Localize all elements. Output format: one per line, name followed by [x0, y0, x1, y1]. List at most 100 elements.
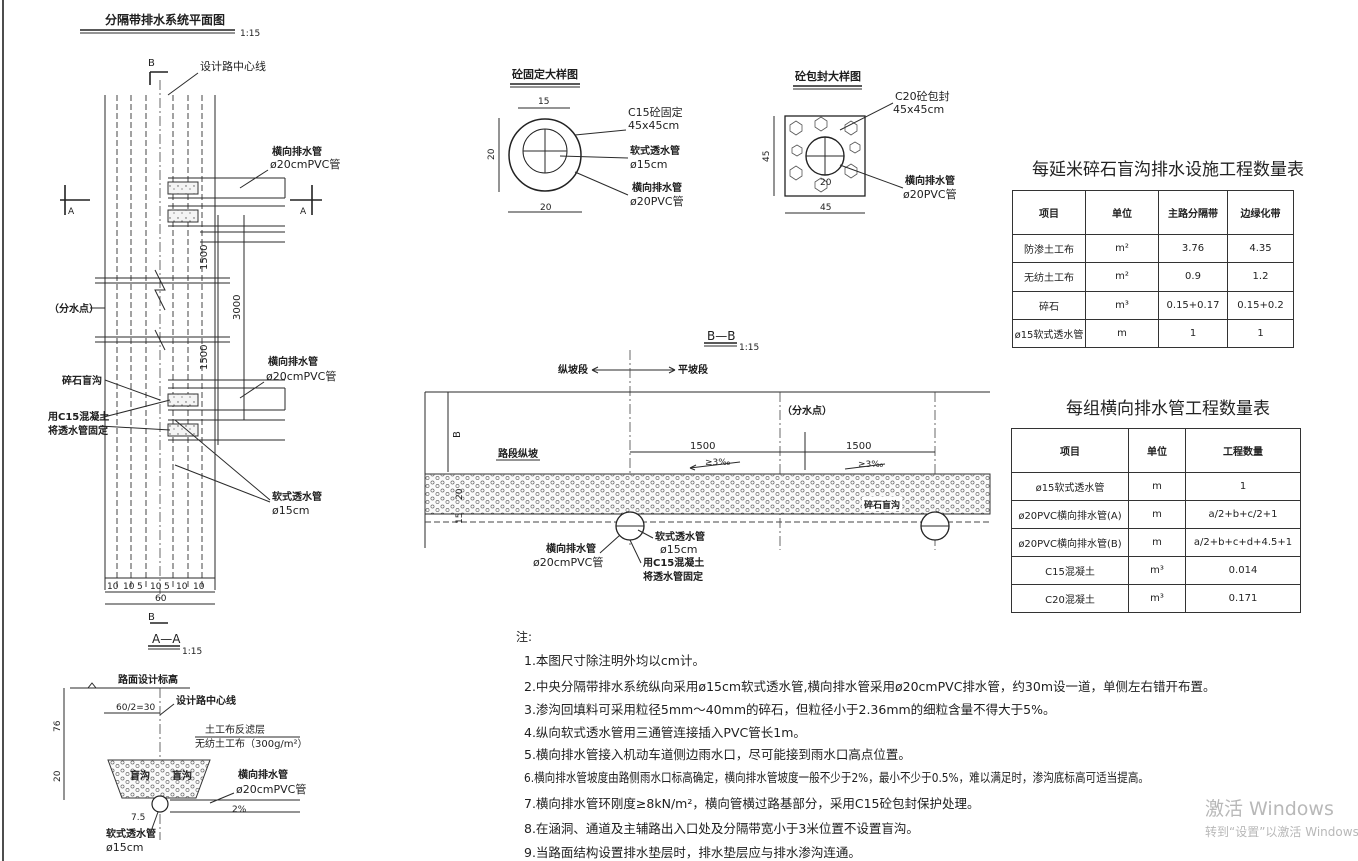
t2-r1-c1: m: [1128, 500, 1186, 529]
plan-pipe-size-2: ø20cmPVC管: [266, 369, 336, 383]
bb-split-point: （分水点）: [782, 404, 832, 417]
section-b-bottom: B: [148, 612, 155, 623]
aa-half-width: 60/2=30: [116, 703, 155, 713]
bb-soft-pipe: 软式透水管: [655, 530, 705, 543]
t1-h-unit: 单位: [1085, 190, 1159, 235]
t2-r4-c0: C20混凝土: [1011, 584, 1129, 613]
t1-r1-c3: 1.2: [1227, 262, 1294, 292]
dc-c15-size: 45x45cm: [628, 119, 679, 132]
t2-r2-c0: ø20PVC横向排水管(B): [1011, 528, 1129, 557]
dc-dim-left: 20: [487, 148, 497, 160]
aa-pipe-label: 横向排水管: [238, 768, 288, 781]
bb-gravel-ditch: 碎石盲沟: [864, 499, 900, 511]
t1-r0-c3: 4.35: [1227, 233, 1294, 264]
plan-pipe-label-1: 横向排水管: [272, 145, 322, 158]
plan-gravel-ditch: 碎石盲沟: [62, 374, 102, 387]
dc-soft: 软式透水管: [630, 144, 680, 157]
t2-r3-c0: C15混凝土: [1011, 556, 1129, 585]
aa-dim-76: 76: [53, 720, 63, 732]
bb-pipe-size: ø20cmPVC管: [533, 555, 603, 569]
table-row: 碎石 m³ 0.15+0.17 0.15+0.2: [1012, 290, 1294, 320]
table-row: ø15软式透水管 m 1: [1011, 472, 1301, 501]
note-8: 8.在涵洞、通道及主辅路出入口处及分隔带宽小于3米位置不设置盲沟。: [524, 821, 919, 836]
t2-r2-c1: m: [1128, 528, 1186, 557]
t2-r3-c1: m³: [1128, 556, 1186, 585]
notes-heading: 注:: [516, 629, 532, 644]
aa-slope: 2%: [232, 805, 247, 815]
t1-r1-c0: 无纺土工布: [1012, 262, 1086, 292]
plan-pipe-label-2: 横向排水管: [268, 355, 318, 368]
bb-dim-b: B: [452, 431, 463, 438]
aa-geotextile-1: 土工布反滤层: [205, 723, 265, 736]
dw-pipe: 横向排水管: [905, 174, 955, 187]
bb-dim-1500-a: 1500: [690, 441, 715, 452]
t2-h-item: 项目: [1011, 428, 1129, 473]
plan-soft-pipe-size: ø15cm: [272, 504, 310, 517]
dw-dim-left: 45: [762, 151, 772, 162]
t1-r3-c2: 1: [1158, 318, 1228, 349]
t2-h-unit: 单位: [1128, 428, 1186, 473]
bb-pipe-label: 横向排水管: [546, 542, 596, 555]
table-row: 无纺土工布 m² 0.9 1.2: [1012, 262, 1294, 292]
t1-h-green: 边绿化带: [1227, 190, 1294, 235]
plan-view: 分隔带排水系统平面图 1:15 B 设计路中心线: [47, 12, 340, 624]
aa-geotextile-2: 无纺土工布（300g/m²）: [195, 737, 308, 750]
section-a-left: A: [68, 207, 75, 217]
table2: 项目 单位 工程数量 ø15软式透水管 m 1 ø20PVC横向排水管(A) m…: [1011, 428, 1301, 613]
bb-title: B—B: [707, 329, 735, 343]
dc-pipe: 横向排水管: [632, 181, 682, 194]
plan-centerline: 设计路中心线: [200, 59, 266, 73]
bottom-dim-5: 5: [164, 582, 170, 592]
aa-scale: 1:15: [182, 647, 202, 657]
note-3: 3.渗沟回填料可采用粒径5mm～40mm的碎石，但粒径小于2.36mm的细粒含量…: [524, 702, 1056, 717]
dw-pipe-size: ø20PVC管: [903, 187, 957, 201]
plan-scale: 1:15: [240, 29, 260, 39]
note-7: 7.横向排水管环刚度≥8kN/m²，横向管横过路基部分，采用C15砼包封保护处理…: [524, 796, 979, 811]
dim-1500-top: 1500: [199, 245, 210, 270]
section-b-top: B: [148, 58, 155, 69]
dc-c15: C15砼固定: [628, 105, 683, 119]
aa-dim-75: 7.5: [131, 813, 145, 823]
table-row: 防渗土工布 m² 3.76 4.35: [1012, 233, 1294, 264]
bb-longitudinal: 纵坡段: [558, 363, 588, 376]
bottom-dim-1: 10: [107, 582, 119, 592]
notes: 注: 1.本图尺寸除注明外均以cm计。 2.中央分隔带排水系统纵向采用ø15cm…: [516, 629, 1216, 860]
t2-r3-c2: 0.014: [1185, 556, 1301, 585]
dw-title: 砼包封大样图: [795, 69, 861, 83]
aa-pipe-size: ø20cmPVC管: [236, 782, 306, 796]
table-row: ø20PVC横向排水管(B) m a/2+b+c+d+4.5+1: [1011, 528, 1301, 557]
t1-r1-c1: m²: [1085, 262, 1159, 292]
bb-flat: 平坡段: [678, 363, 708, 376]
aa-ditch-right: 盲沟: [172, 769, 192, 782]
bb-dim-20: 20: [455, 488, 465, 500]
plan-split-point: （分水点）: [49, 302, 99, 315]
t2-r0-c0: ø15软式透水管: [1011, 472, 1129, 501]
dw-dim-inner: 20: [820, 178, 832, 188]
table-row: C20混凝土 m³ 0.171: [1011, 584, 1301, 613]
t1-r2-c2: 0.15+0.17: [1158, 290, 1228, 320]
dc-dim-top: 15: [538, 97, 549, 107]
bb-soft-pipe-size: ø15cm: [660, 543, 698, 556]
note-2: 2.中央分隔带排水系统纵向采用ø15cm软式透水管,横向排水管采用ø20cmPV…: [524, 679, 1216, 694]
section-bb: B—B 1:15 纵坡段 平坡段 （分水点） B 1500 1500 路段纵坡 …: [424, 329, 991, 583]
t1-r2-c3: 0.15+0.2: [1227, 290, 1294, 320]
aa-road-level: 路面设计标高: [118, 673, 178, 686]
bb-road-slope: 路段纵坡: [498, 447, 539, 460]
plan-fix-note-2: 将透水管固定: [48, 424, 108, 437]
aa-centerline: 设计路中心线: [176, 694, 236, 707]
watermark-line2: 转到“设置”以激活 Windows。: [1205, 824, 1358, 839]
t2-r4-c2: 0.171: [1185, 584, 1301, 613]
table2-title: 每组横向排水管工程数量表: [1066, 399, 1270, 419]
t1-r1-c2: 0.9: [1158, 262, 1228, 292]
plan-title: 分隔带排水系统平面图: [105, 12, 225, 27]
dc-soft-size: ø15cm: [630, 158, 668, 171]
note-5: 5.横向排水管接入机动车道侧边雨水口，尽可能接到雨水口高点位置。: [524, 747, 911, 762]
section-a-right: A: [300, 207, 307, 217]
aa-title: A—A: [152, 632, 181, 646]
aa-soft-pipe-size: ø15cm: [106, 841, 144, 854]
note-1: 1.本图尺寸除注明外均以cm计。: [524, 653, 705, 668]
dw-c20: C20砼包封: [895, 89, 950, 103]
t2-r2-c2: a/2+b+c+d+4.5+1: [1185, 528, 1301, 557]
plan-soft-pipe: 软式透水管: [272, 490, 322, 503]
